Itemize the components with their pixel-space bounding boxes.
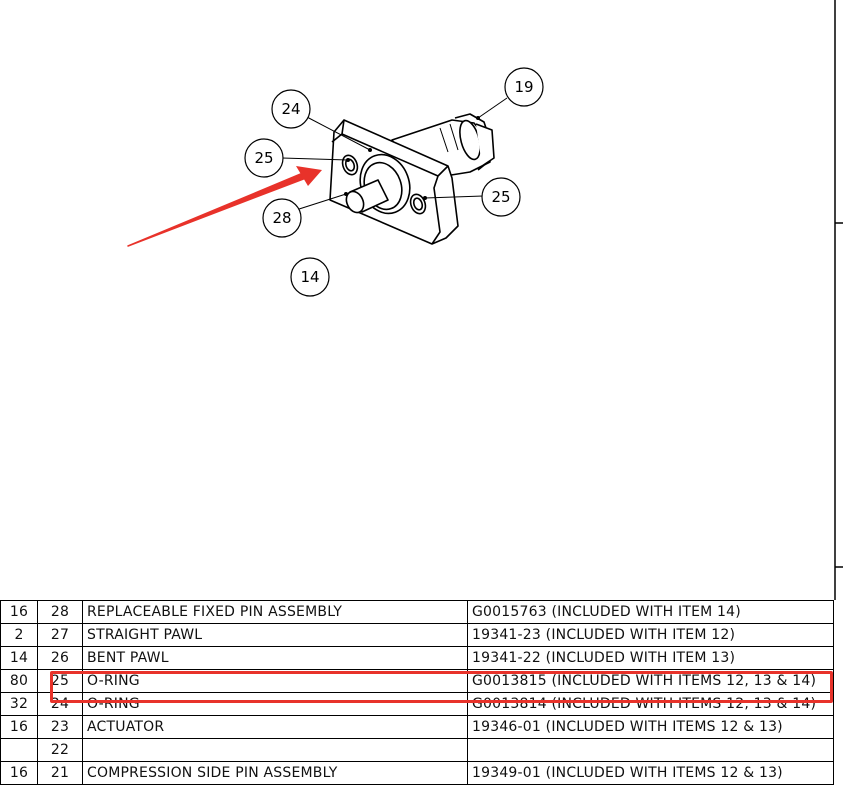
callout-28-label: 28 [272,209,291,227]
bom-cell-part: 19341-22 (INCLUDED WITH ITEM 13) [467,646,834,670]
bom-cell-part: 19349-01 (INCLUDED WITH ITEMS 12 & 13) [467,761,834,785]
bom-cell-qty: 16 [0,600,38,624]
bom-cell-item: 28 [37,600,83,624]
bom-cell-desc: ACTUATOR [82,715,468,739]
highlight-box-item-25 [50,671,833,703]
callout-19 [504,67,544,107]
bom-cell-qty [0,738,38,762]
callout-25-left-label: 25 [254,149,273,167]
bom-cell-qty: 16 [0,761,38,785]
bom-cell-desc: COMPRESSION SIDE PIN ASSEMBLY [82,761,468,785]
bom-cell-item: 21 [37,761,83,785]
bom-cell-desc: STRAIGHT PAWL [82,623,468,647]
bom-cell-qty: 2 [0,623,38,647]
bom-cell-item: 26 [37,646,83,670]
bom-cell-desc [82,738,468,762]
bom-cell-part: 19341-23 (INCLUDED WITH ITEM 12) [467,623,834,647]
bom-cell-desc: REPLACEABLE FIXED PIN ASSEMBLY [82,600,468,624]
callout-14-label: 14 [300,268,319,286]
bom-cell-qty: 32 [0,692,38,716]
leader-lines [281,97,508,211]
callout-24 [271,89,311,129]
bom-cell-desc: BENT PAWL [82,646,468,670]
bom-cell-item: 23 [37,715,83,739]
bom-cell-part: 19346-01 (INCLUDED WITH ITEMS 12 & 13) [467,715,834,739]
red-annotation-arrow [127,166,322,247]
callout-19-label: 19 [514,78,533,96]
pin-assembly-illustration [329,113,495,245]
bom-cell-item: 22 [37,738,83,762]
bom-cell-part: G0015763 (INCLUDED WITH ITEM 14) [467,600,834,624]
bom-cell-qty: 14 [0,646,38,670]
bom-row-item-22: 22 [0,738,834,762]
bom-cell-desc: O-RING [82,692,468,716]
bom-cell-item: 27 [37,623,83,647]
callout-28 [262,198,302,238]
bom-cell-qty: 80 [0,669,38,693]
bom-cell-qty: 16 [0,715,38,739]
callout-24-label: 24 [281,100,300,118]
callout-14 [290,257,330,297]
callout-25-right [481,177,521,217]
bom-cell-part [467,738,834,762]
callout-25-left [244,138,284,178]
callout-25-right-label: 25 [491,188,510,206]
leader-dots [344,116,480,200]
